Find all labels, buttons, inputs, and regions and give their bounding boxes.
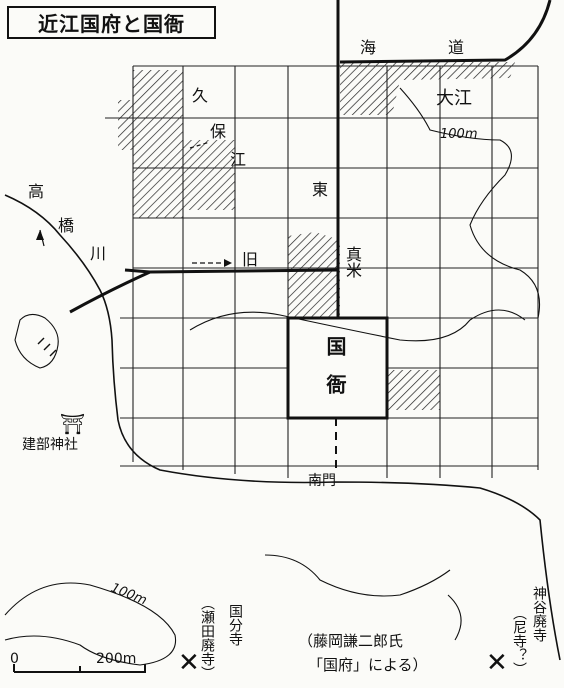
source-line-2: 「国府」による） bbox=[308, 656, 428, 674]
label-kyu: 旧 bbox=[242, 250, 259, 269]
shrine-mark-icon: ⛩ bbox=[60, 412, 86, 436]
contour-label-upper: 100m bbox=[440, 127, 478, 142]
contours bbox=[4, 87, 541, 666]
hatched-areas bbox=[118, 62, 515, 410]
label-nanmon: 南門 bbox=[308, 473, 336, 489]
label-taka: 高 bbox=[28, 182, 45, 201]
label-jingu-haiji: 神谷廃寺 bbox=[531, 586, 547, 642]
label-kokuga: 国衙 bbox=[323, 336, 347, 412]
label-ooe: 大江 bbox=[436, 88, 472, 109]
label-kawa: 川 bbox=[90, 244, 107, 263]
label-ku: 久 bbox=[192, 86, 209, 105]
kokuga-enclosure bbox=[286, 316, 389, 420]
label-umi: 海 bbox=[360, 38, 377, 57]
label-ho: 保 bbox=[210, 122, 227, 141]
scale-label-200m: 200m bbox=[96, 651, 137, 667]
label-kokubunji: 国分寺 bbox=[227, 604, 243, 646]
kokubunji-site-icon: ✕ bbox=[178, 648, 200, 678]
label-e: 江 bbox=[230, 150, 247, 169]
label-hashi: 橋 bbox=[58, 216, 75, 235]
tokaido-road bbox=[339, 0, 552, 64]
map-title: 近江国府と国衙 bbox=[7, 6, 216, 39]
scale-label-0: 0 bbox=[10, 651, 19, 667]
label-seta-haiji: （瀬田廃寺） bbox=[199, 596, 215, 680]
source-line-1: （藤岡謙二郎氏 bbox=[298, 632, 404, 650]
label-higashi: 東 bbox=[312, 180, 329, 199]
scale-bar bbox=[13, 664, 146, 673]
label-michi: 道 bbox=[448, 38, 465, 57]
river bbox=[4, 194, 561, 661]
label-niji: （尼寺？） bbox=[511, 606, 527, 676]
label-takebe-shrine: 建部神社 bbox=[22, 437, 78, 453]
jingu-haiji-site-icon: ✕ bbox=[486, 648, 508, 678]
label-shinmai: 真米 bbox=[343, 246, 362, 278]
